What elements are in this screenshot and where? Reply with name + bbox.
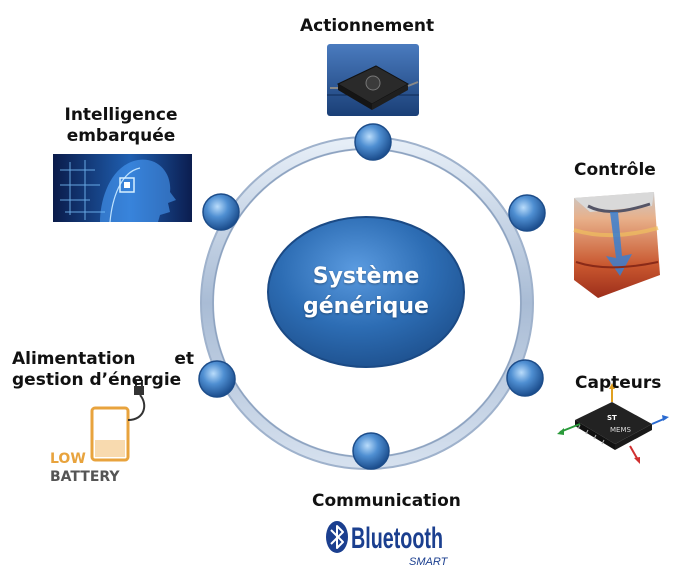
mems-chip-brand: ST (607, 414, 617, 422)
label-alimentation-line2: gestion d’énergie (12, 370, 182, 390)
label-alimentation-line1: Alimentation et (12, 349, 194, 370)
label-controle: Contrôle (574, 160, 656, 180)
bluetooth-logo: Bluetooth SMART (326, 521, 449, 568)
mems-chip-text: MEMS (610, 426, 632, 434)
ai-head-image (53, 154, 192, 223)
label-alimentation-et: et (174, 349, 194, 369)
battery-word-label: BATTERY (50, 469, 120, 485)
center-label: Système générique (268, 262, 464, 322)
label-intelligence-line2: embarquée (66, 126, 176, 146)
mems-chip-image: ST MEMS (557, 383, 669, 464)
node-controle (508, 194, 546, 232)
bluetooth-wordmark: Bluetooth (351, 522, 443, 555)
battery-low-label: LOW (50, 451, 86, 467)
node-intelligence (202, 193, 240, 231)
label-alimentation: Alimentation et gestion d’énergie (12, 349, 194, 391)
bluetooth-smart-label: SMART (409, 556, 449, 568)
battery-image: LOW BATTERY (50, 380, 146, 485)
label-alimentation-word: Alimentation (12, 349, 136, 369)
label-intelligence: Intelligence embarquée (58, 105, 184, 147)
label-capteurs: Capteurs (575, 373, 662, 393)
motor-image (327, 44, 419, 116)
label-intelligence-line1: Intelligence (64, 105, 178, 125)
node-communication (352, 432, 390, 470)
center-label-line1: Système (312, 264, 420, 289)
center-circle (267, 216, 465, 368)
center-label-line2: générique (303, 294, 429, 319)
label-communication: Communication (312, 491, 461, 511)
node-alimentation (198, 360, 236, 398)
label-actionnement: Actionnement (300, 16, 435, 36)
node-actionnement (354, 123, 392, 161)
skin-section-image (573, 192, 660, 298)
node-capteurs (506, 359, 544, 397)
bluetooth-rune-icon (330, 525, 344, 549)
